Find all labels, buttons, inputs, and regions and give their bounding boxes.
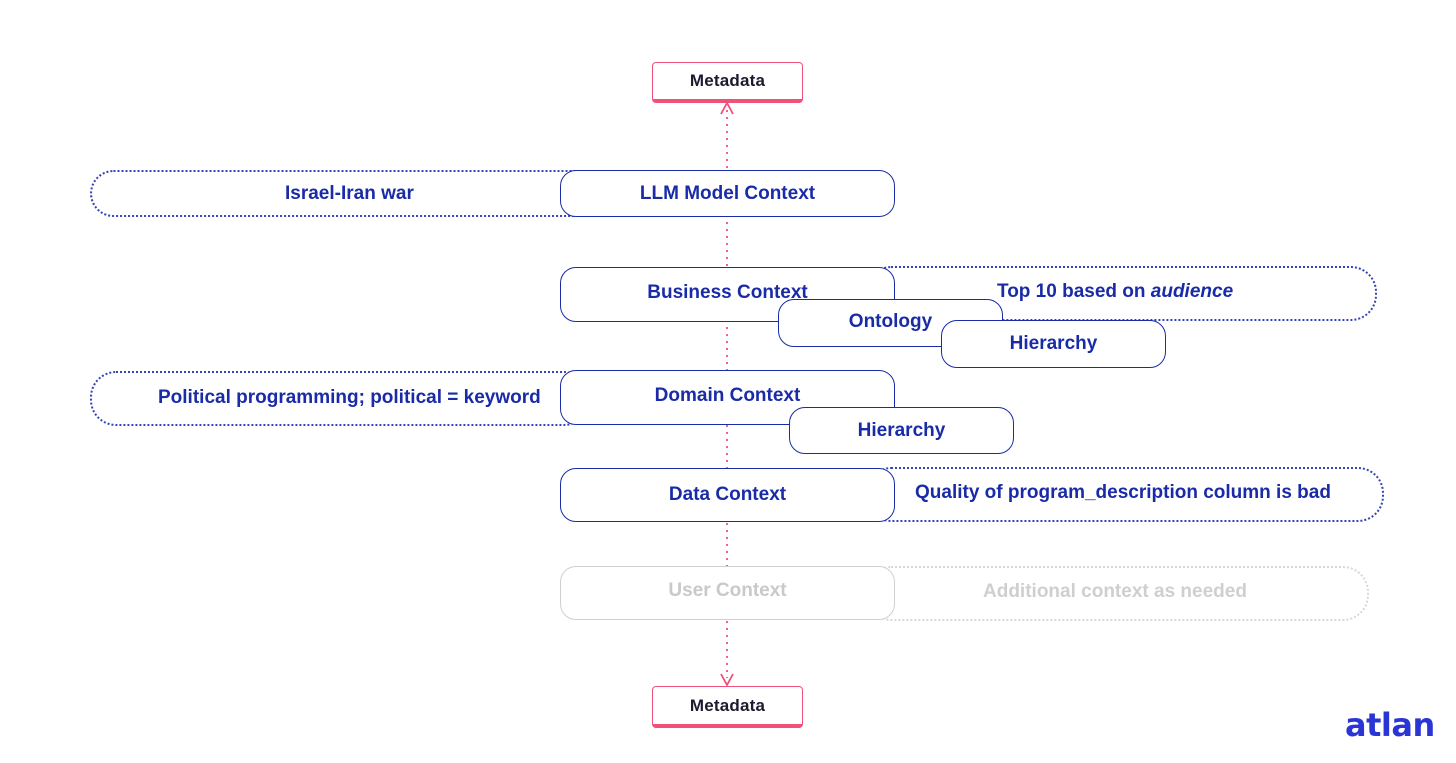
data-note-text: Quality of program_description column is… bbox=[915, 481, 1331, 503]
domain-note-text: Political programming; political = keywo… bbox=[158, 386, 541, 408]
user-context-box: User Context bbox=[560, 566, 895, 620]
business-hierarchy-label: Hierarchy bbox=[1009, 333, 1098, 354]
domain-hierarchy-label: Hierarchy bbox=[857, 419, 946, 441]
metadata-bottom-box: Metadata bbox=[652, 686, 803, 728]
business-note-text: Top 10 based on audience bbox=[997, 280, 1234, 302]
business-hierarchy-box: Hierarchy bbox=[941, 320, 1166, 368]
user-note-box: Additional context as needed bbox=[865, 566, 1369, 621]
data-context-box: Data Context bbox=[560, 468, 895, 522]
domain-context-label: Domain Context bbox=[654, 385, 801, 406]
business-note-emphasis: audience bbox=[1150, 280, 1234, 302]
ontology-label: Ontology bbox=[848, 311, 933, 332]
metadata-top-label: Metadata bbox=[689, 71, 766, 90]
business-context-label: Business Context bbox=[647, 282, 808, 303]
domain-hierarchy-box: Hierarchy bbox=[789, 407, 1014, 454]
data-context-label: Data Context bbox=[668, 484, 787, 505]
arrow-up-icon bbox=[720, 101, 734, 115]
llm-note-box: Israel-Iran war bbox=[90, 170, 610, 217]
llm-note-text: Israel-Iran war bbox=[285, 182, 414, 204]
arrow-down-icon bbox=[720, 673, 734, 687]
metadata-bottom-label: Metadata bbox=[689, 695, 766, 715]
user-note-text: Additional context as needed bbox=[983, 580, 1247, 602]
data-note-box: Quality of program_description column is… bbox=[865, 467, 1384, 522]
metadata-top-box: Metadata bbox=[652, 62, 803, 103]
llm-model-context-box: LLM Model Context bbox=[560, 170, 895, 217]
business-note-box: Top 10 based on audience bbox=[865, 266, 1377, 321]
domain-note-box: Political programming; political = keywo… bbox=[90, 371, 590, 426]
user-context-label: User Context bbox=[668, 580, 787, 601]
llm-model-context-label: LLM Model Context bbox=[639, 182, 816, 204]
atlan-logo: atlan bbox=[1345, 706, 1435, 744]
